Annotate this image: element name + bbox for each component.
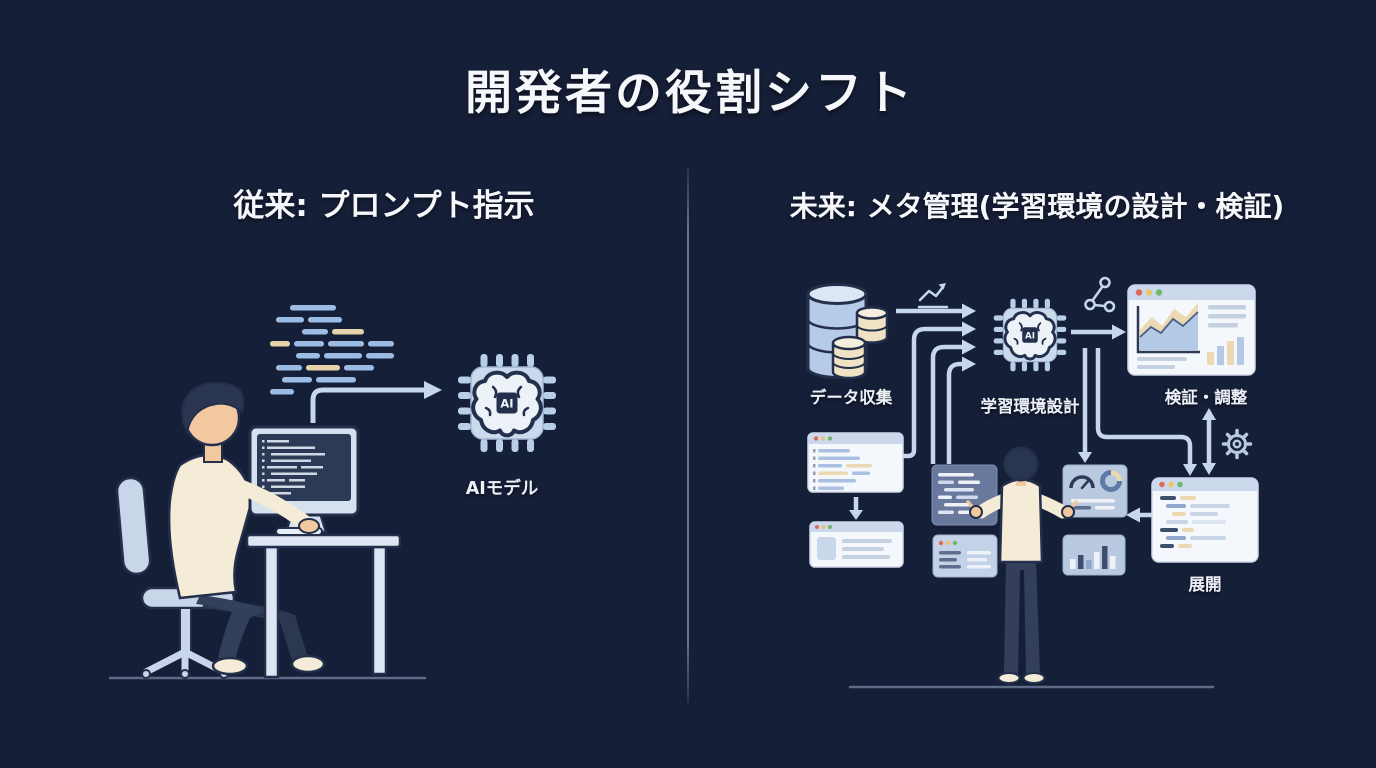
data-collection-label: データ収集 (809, 388, 893, 407)
arrow-deploy-to-panels (1126, 507, 1152, 523)
branch-icon (1084, 276, 1116, 313)
arrow-window1-to-window2 (849, 497, 863, 520)
deployment-window (1151, 477, 1259, 563)
config-window-2 (809, 521, 904, 568)
donut-chart-icon (1100, 470, 1122, 492)
traffic-light-dots (813, 436, 833, 441)
gauge-icon (1069, 475, 1095, 490)
text-lines (1137, 305, 1246, 369)
status-panel (932, 534, 998, 578)
code-panel-dark (931, 464, 998, 526)
right-panel-heading: 未来: メタ管理(学習環境の設計・検証) (789, 190, 1285, 223)
ai-chip-icon: AI (457, 353, 557, 453)
desktop-monitor (248, 425, 360, 534)
double-arrow-verify-deploy (1202, 408, 1216, 475)
bar-chart-icon (1207, 337, 1244, 365)
panel-divider (687, 168, 689, 703)
code-lines (1160, 496, 1230, 548)
database-icon (806, 283, 889, 380)
flow-arrowheads (962, 303, 976, 372)
flow-pipes-from-chip (1082, 348, 1193, 464)
trend-chart-icon (917, 283, 949, 309)
arrow-prompt-to-ai (310, 381, 442, 423)
metrics-panel (1062, 464, 1128, 518)
list-lines (813, 449, 872, 490)
bar-chart-icon (1070, 546, 1116, 569)
bar-chart-panel (1062, 534, 1126, 576)
deployment-label: 展開 (1188, 575, 1222, 594)
config-window-1 (807, 432, 904, 493)
pointing-hands (966, 500, 1078, 519)
ai-chip-label: AI (1025, 331, 1035, 341)
flow-arrows-into-chip (896, 308, 962, 464)
ai-chip-icon: AI (993, 298, 1067, 372)
hair (1003, 446, 1039, 482)
right-illustration: AI (806, 276, 1259, 689)
area-chart-icon (1136, 303, 1200, 354)
prompt-code-lines (270, 305, 394, 395)
gear-icon (1221, 428, 1253, 460)
text-lines (939, 551, 991, 569)
arrowhead-to-deploy (1183, 464, 1197, 476)
ai-chip-label: AI (500, 396, 513, 410)
learning-env-design-label: 学習環境設計 (980, 397, 1080, 416)
traffic-light-dots (815, 525, 832, 529)
standing-developer (966, 446, 1078, 684)
image-placeholder (817, 537, 836, 560)
verification-window (1127, 284, 1256, 376)
typing-arm (220, 474, 320, 534)
left-panel-heading: 従来: プロンプト指示 (233, 188, 535, 224)
traffic-light-dots (938, 540, 958, 546)
desk (245, 533, 402, 679)
ai-model-label: AIモデル (465, 479, 539, 499)
text-lines (1071, 499, 1115, 510)
code-lines (938, 473, 980, 514)
verification-label: 検証・調整 (1164, 388, 1248, 407)
monitor-code-lines (262, 440, 325, 495)
arrow-chip-to-verification (1071, 324, 1126, 340)
text-lines (842, 539, 892, 559)
left-illustration: AI (108, 305, 557, 680)
arrowhead-to-gauge-panel (1078, 452, 1092, 463)
page-title: 開発者の役割シフト (465, 66, 915, 121)
traffic-light-dots (1159, 481, 1183, 488)
hair (181, 381, 245, 436)
traffic-light-dots (1135, 289, 1163, 296)
